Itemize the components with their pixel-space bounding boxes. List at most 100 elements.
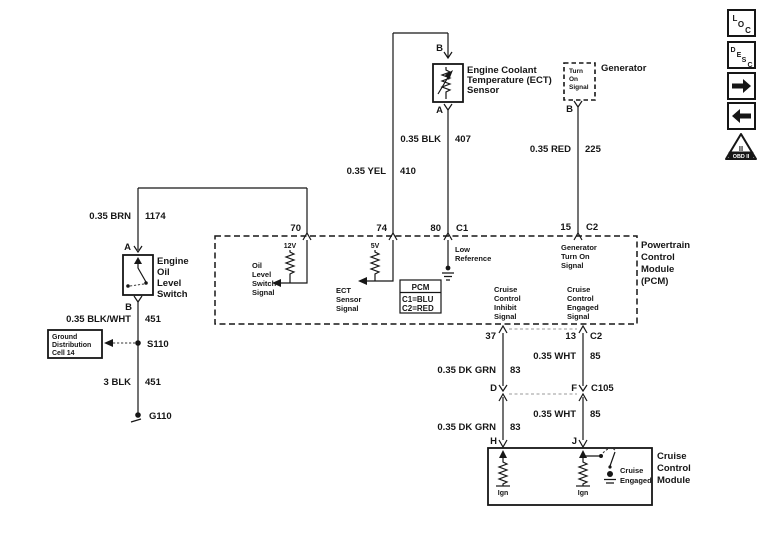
oil-switch-name-line: Level [157,278,181,289]
engaged-signal-line: Engaged [567,303,599,312]
pcm-name-line: Control [641,252,675,263]
terminal-chevron-ect-b [443,51,453,60]
cruise-pin-h: H [490,436,497,447]
ign-label-left: Ign [498,490,509,497]
splice-label-s110: S110 [147,339,169,350]
thermistor-symbol [440,67,452,99]
pin70-internal-wire [274,240,308,284]
wire-label-blkwht: 0.35 BLK/WHT [66,314,131,325]
c105-chevron-f-lower [578,392,588,402]
terminal-chevron-oil-b [133,295,143,304]
oil-switch-terminal-a: A [124,242,131,253]
generator-box-line: Turn [569,68,583,75]
j-branch-resistor [577,454,589,486]
pin-chevron-80 [443,231,453,241]
ground-dot-g110 [135,412,141,418]
engaged-contact-ball [607,471,613,477]
reference-arrowhead [104,339,113,347]
c105-chevron-f-upper [578,384,588,393]
pcm-name-line: Powertrain [641,240,690,251]
pcm-name-line: Module [641,264,674,275]
cruise-engaged-line: Engaged [620,476,652,485]
pin-chevron-15 [573,231,583,241]
h-branch-resistor [497,454,509,486]
desc-letter: D [730,47,735,54]
ect-terminal-a: A [436,105,443,116]
cruise-module-name-line: Cruise [657,451,687,462]
generator-box-line: On [569,76,578,83]
wire-label-dkgrn-b: 0.35 DK GRN [437,422,496,433]
pullup-5v-label: 5V [371,243,380,250]
generator-label: Generator [601,63,647,74]
splice-dot-s110 [135,340,141,346]
cruise-module-name-line: Module [657,475,690,486]
inhibit-signal-line: Signal [494,312,517,321]
arrow-left-icon [732,109,751,123]
c105-label: C105 [591,383,614,394]
pcm-pin-15: 15 [560,222,571,233]
terminal-chevron-oil-a [133,245,143,254]
pcm-pin-70: 70 [290,223,301,234]
oil-signal-line: Signal [252,288,275,297]
obd-numeral: II [739,144,743,153]
wire-label-brn: 0.35 BRN [89,211,131,222]
cruise-pin-j: J [572,436,577,447]
wire-label-wht-a: 0.35 WHT [533,351,576,362]
pin-chevron-37 [498,324,508,334]
wire-label-yel: 0.35 YEL [347,166,387,177]
engaged-signal-line: Cruise [567,285,590,294]
desc-button[interactable]: D E S C [727,41,756,69]
cruise-control-module: Cruise Control Module Ign Ign Cruise Eng… [487,447,691,506]
pcm-connector-c2b: C2 [590,331,602,342]
next-button[interactable] [727,72,756,100]
loc-button[interactable]: L O C [727,9,756,37]
ect-name-line: Temperature (ECT) [467,75,552,86]
viewer-toolbar: L O C D E S C II OBD II [725,9,757,160]
wire-circuit-blkwht: 451 [145,314,162,325]
engaged-switch-arm [609,451,616,467]
engaged-junction-dot [599,454,603,458]
c105-pin-f: F [571,383,577,394]
wire-circuit-dkgrn-a: 83 [510,365,521,376]
wire-label-blk: 0.35 BLK [400,134,441,145]
ect-signal-line: Sensor [336,295,362,304]
wire-circuit-blk: 407 [455,134,471,145]
pcm-pin-80: 80 [430,223,441,234]
loc-letter: C [745,26,751,35]
c105-chevron-d-upper [498,384,508,393]
switch-arrow [134,257,142,264]
low-reference-dot [445,265,451,271]
pcm-id-title: PCM [412,283,430,292]
cruise-module-box [487,447,653,506]
desc-letter: E [737,52,742,59]
generator-box [563,62,596,101]
pcm-connector-c2: C2 [586,222,598,233]
ground-distribution-line: Ground [52,334,77,341]
wire-label-red: 0.35 RED [530,144,571,155]
pullup-resistor-5v [369,250,381,281]
pcm-module: Powertrain Control Module (PCM) 70 74 80… [214,222,690,342]
obd-warning-button[interactable]: II OBD II [725,133,757,160]
pullup-resistor-12v [284,250,296,283]
pcm-id-row: C2=RED [402,304,434,313]
oil-signal-line: Switch [252,279,277,288]
cruise-wiring: 0.35 WHT 85 0.35 DK GRN 83 D F C105 0.35… [437,333,614,449]
back-button[interactable] [727,102,756,130]
obd-banner-text: OBD II [733,154,750,160]
generator-box-line: Signal [569,84,589,91]
wire-label-wht-b: 0.35 WHT [533,409,576,420]
wire-circuit-yel: 410 [400,166,416,177]
inhibit-signal-line: Cruise [494,285,517,294]
engaged-signal-line: Signal [567,312,590,321]
pin-chevron-13 [578,324,588,334]
pcm-id-box [399,279,442,314]
ect-signal-line: Signal [336,304,359,313]
pin-chevron-70 [302,231,312,241]
pin-chevron-h [498,439,508,449]
ect-terminal-b: B [436,43,443,54]
ect-signal-arrowhead [358,277,367,285]
ground-distribution-line: Distribution [52,342,91,349]
pcm-connector-c1: C1 [456,223,469,234]
desc-letter: S [742,57,747,64]
